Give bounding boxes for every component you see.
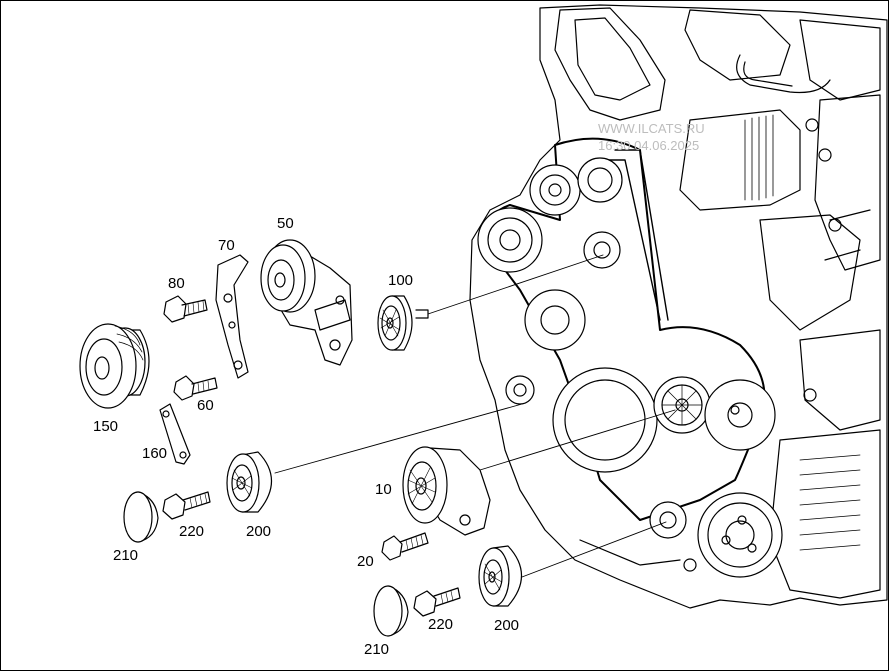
part-50-tensioner (260, 239, 353, 366)
part-10-tensioner (402, 446, 491, 536)
part-210-cap-right (373, 585, 409, 637)
callout-70: 70 (218, 237, 235, 254)
part-200-idler-right (478, 545, 522, 607)
part-220-bolt-right (413, 587, 461, 617)
callout-220-left: 220 (179, 523, 204, 540)
part-210-cap-left (123, 491, 159, 543)
callout-210-right: 210 (364, 641, 389, 658)
callout-210-left: 210 (113, 547, 138, 564)
callout-60: 60 (197, 397, 214, 414)
part-200-idler-left (226, 451, 272, 513)
callout-160: 160 (142, 445, 167, 462)
part-100-idler (377, 295, 429, 351)
callout-100: 100 (388, 272, 413, 289)
leader-lines (274, 254, 676, 578)
callout-labels: 50 70 80 100 60 150 160 10 220 200 210 2… (93, 215, 519, 658)
callout-200-right: 200 (494, 617, 519, 634)
part-70-bracket (215, 254, 249, 379)
part-60-bolt (173, 375, 218, 401)
callout-50: 50 (277, 215, 294, 232)
part-150-pulley (79, 323, 150, 409)
part-80-bolt (163, 295, 208, 323)
engine-block (469, 4, 888, 609)
part-160-strap (159, 403, 191, 465)
callout-200-left: 200 (246, 523, 271, 540)
callout-220-right: 220 (428, 616, 453, 633)
watermark: WWW.ILCATS.RU 16:30 04.06.2025 (598, 121, 705, 153)
callout-150: 150 (93, 418, 118, 435)
watermark-site: WWW.ILCATS.RU (598, 121, 705, 136)
callout-20: 20 (357, 553, 374, 570)
watermark-timestamp: 16:30 04.06.2025 (598, 138, 699, 153)
callout-10: 10 (375, 481, 392, 498)
callout-80: 80 (168, 275, 185, 292)
part-20-bolt (381, 532, 429, 561)
part-220-bolt-left (162, 491, 211, 520)
